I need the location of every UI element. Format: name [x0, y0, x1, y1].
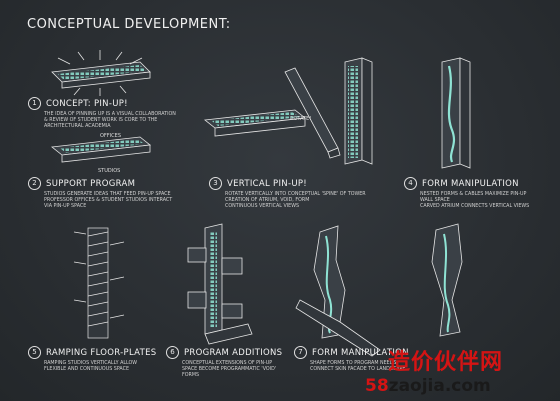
rotating-slab — [284, 67, 341, 159]
step-6-number: 6 — [166, 346, 179, 359]
step-1-desc: THE IDEA OF PINNING UP IS A VISUAL COLLA… — [44, 112, 176, 129]
watermark-url: 58zaojia.com — [365, 376, 491, 396]
step-5-number: 5 — [28, 346, 41, 359]
rotate-label: ROTATE! — [290, 116, 311, 122]
step-3-title: VERTICAL PIN-UP! — [227, 178, 307, 189]
step-6-title: PROGRAM ADDITIONS — [184, 347, 283, 358]
watermark-url-number: 58 — [365, 376, 389, 396]
concept-pinup-bar — [51, 50, 151, 96]
step-2: 2 SUPPORT PROGRAM STUDIOS GENERATE IDEAS… — [28, 177, 198, 210]
program-additions-tower — [187, 223, 253, 345]
step-2-desc: STUDIOS GENERATE IDEAS THAT FEED PIN-UP … — [44, 192, 173, 209]
step-4-title: FORM MANIPULATION — [422, 178, 519, 189]
step-3: 3 VERTICAL PIN-UP! ROTATE VERTICALLY INT… — [209, 177, 379, 210]
step-7-desc: SHAPE FORMS TO PROGRAM NEEDS CONNECT SKI… — [310, 361, 406, 372]
diagram-title: CONCEPTUAL DEVELOPMENT: — [27, 17, 231, 32]
step-7-number: 7 — [294, 346, 307, 359]
step-7-title: FORM MANIPULATION — [312, 347, 409, 358]
watermark-chinese: 造价伙伴网 — [388, 349, 504, 375]
ramping-floor-plates — [73, 227, 125, 339]
step-4-number: 4 — [404, 177, 417, 190]
step-2-number: 2 — [28, 177, 41, 190]
step-7: 7 FORM MANIPULATION SHAPE FORMS TO PROGR… — [294, 346, 414, 373]
step-1-title: CONCEPT: PIN-UP! — [46, 98, 128, 109]
step-5-desc: RAMPING STUDIOS VERTICALLY ALLOW FLEXIBL… — [44, 361, 138, 372]
studios-label: STUDIOS — [98, 168, 120, 174]
step-1: 1 CONCEPT: PIN-UP! THE IDEA OF PINNING U… — [28, 97, 198, 130]
vertical-spine — [344, 57, 373, 165]
step-2-title: SUPPORT PROGRAM — [46, 178, 136, 189]
rotated-bar — [203, 109, 307, 137]
step-3-number: 3 — [209, 177, 222, 190]
step-5: 5 RAMPING FLOOR-PLATES RAMPING STUDIOS V… — [28, 346, 198, 373]
step-5-title: RAMPING FLOOR-PLATES — [46, 347, 157, 358]
step-1-number: 1 — [28, 97, 41, 110]
step-3-desc: ROTATE VERTICALLY INTO CONCEPTUAL 'SPINE… — [225, 192, 366, 209]
nested-form-tower — [441, 57, 471, 169]
step-4: 4 FORM MANIPULATION NESTED FORMS & CABLE… — [404, 177, 554, 210]
step-4-desc: NESTED FORMS & CABLES MAXIMIZE PIN-UP WA… — [420, 192, 530, 209]
step-6-desc: CONCEPTUAL EXTENSIONS OF PIN-UP SPACE BE… — [182, 361, 277, 378]
support-program-bar — [50, 136, 152, 163]
final-form-towers — [295, 223, 463, 357]
watermark-url-domain: zaojia.com — [388, 376, 491, 396]
step-6: 6 PROGRAM ADDITIONS CONCEPTUAL EXTENSION… — [166, 346, 336, 379]
offices-label: OFFICES — [100, 133, 121, 139]
